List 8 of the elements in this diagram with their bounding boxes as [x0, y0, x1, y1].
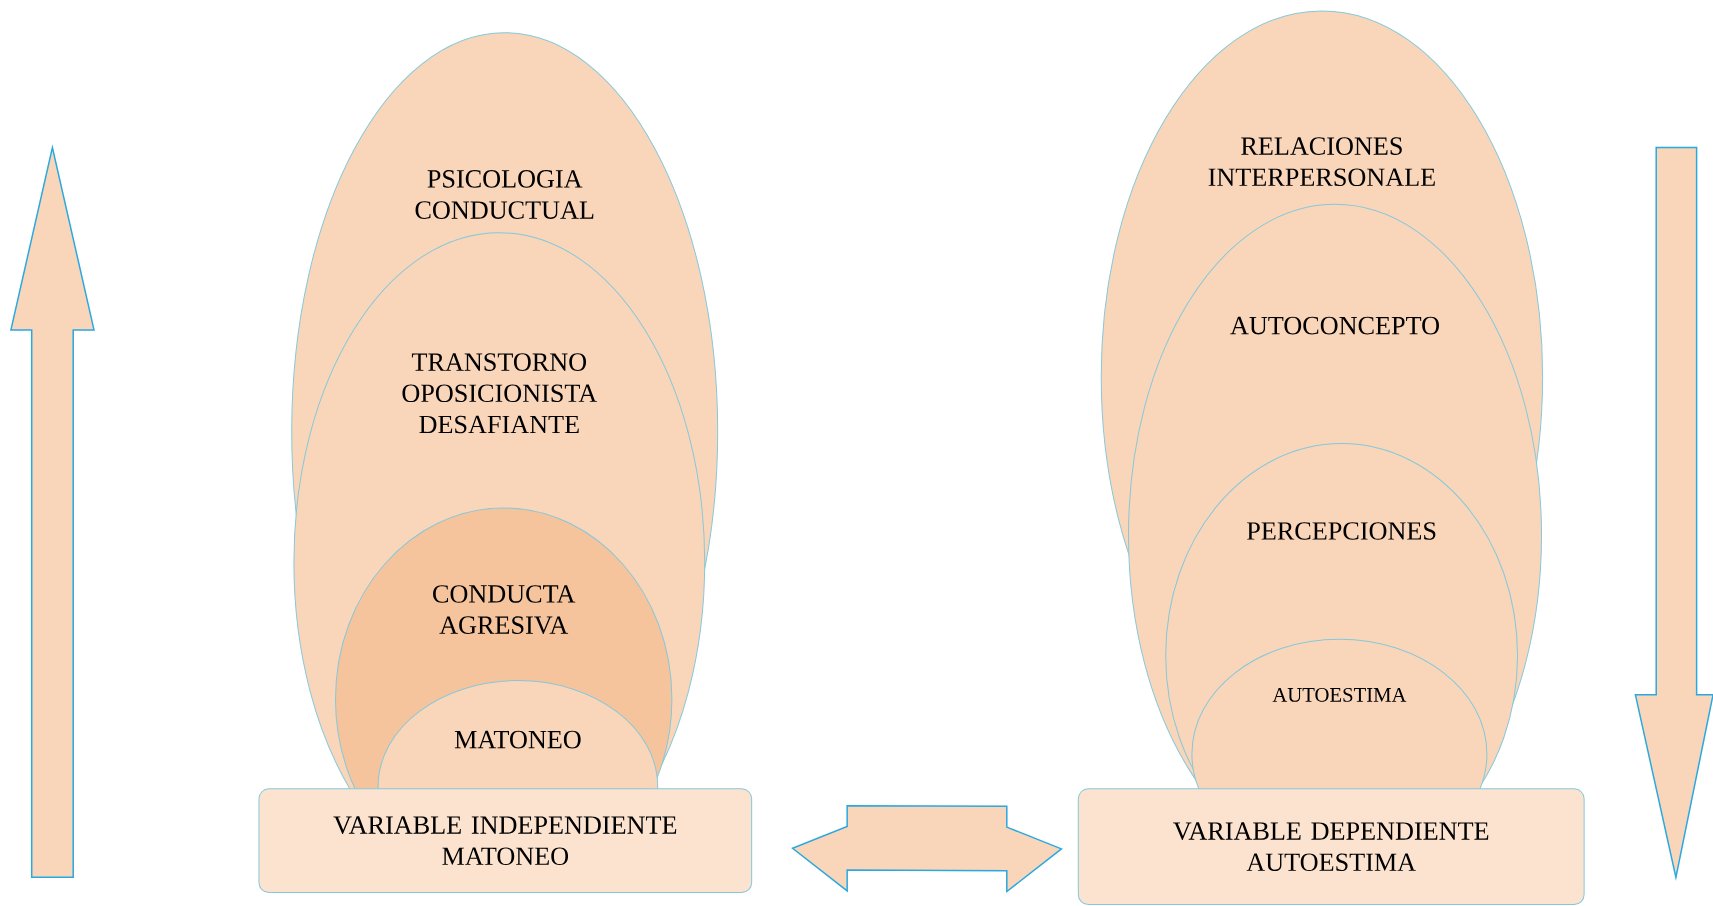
node-label: RELACIONES INTERPERSONALE [1208, 137, 1435, 187]
double-arrow [791, 804, 1063, 894]
node-label: AUTOESTIMA [1272, 687, 1407, 702]
node-label: TRANSTORNO OPOSICIONISTA DESAFIANTE [402, 353, 598, 434]
variable-box: VARIABLE INDEPENDIENTE MATONEO [258, 788, 753, 894]
node-label: AUTOCONCEPTO [1230, 316, 1439, 335]
node-label: PERCEPCIONES [1247, 522, 1436, 540]
variable-box: VARIABLE DEPENDIENTE AUTOESTIMA [1077, 788, 1585, 906]
